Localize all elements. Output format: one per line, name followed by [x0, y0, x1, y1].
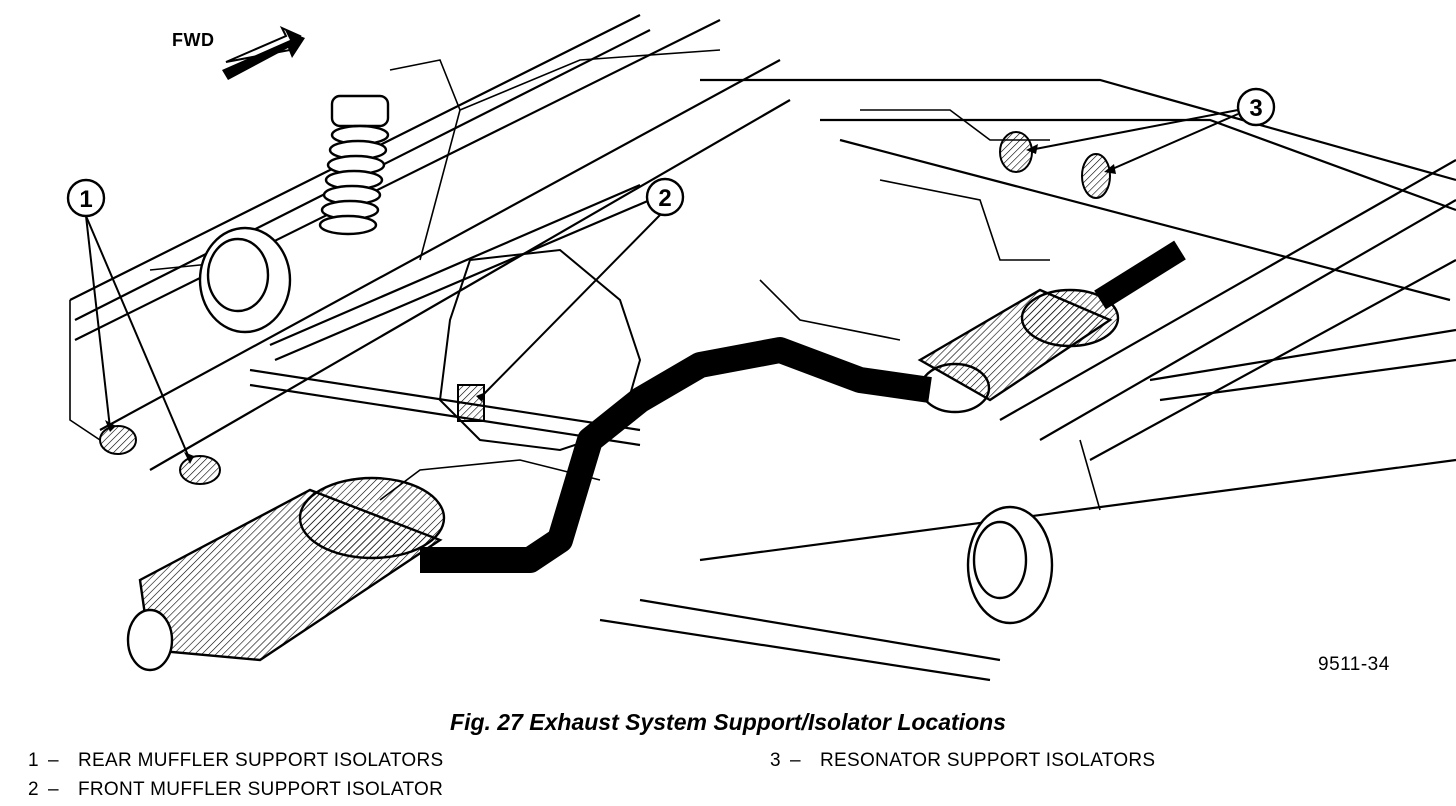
callout-3: 3	[1026, 87, 1276, 174]
exhaust-pipe	[420, 337, 932, 573]
rear-axle	[249, 183, 651, 447]
legend-item-separator: –	[790, 750, 801, 771]
legend-item-separator: –	[48, 750, 59, 771]
callout-2: 2	[476, 177, 685, 402]
callout-1-number: 1	[79, 186, 92, 213]
front-muffler-isolator	[457, 384, 485, 422]
legend-item-number: 3	[770, 750, 781, 771]
frame-rails	[69, 14, 1456, 682]
resonator	[917, 288, 1120, 414]
legend-item-2: 2–FRONT MUFFLER SUPPORT ISOLATOR	[28, 779, 443, 801]
legend-item-number: 2	[28, 779, 39, 800]
rear-muffler-isolator-a	[99, 425, 137, 455]
legend-item-text: REAR MUFFLER SUPPORT ISOLATORS	[78, 750, 444, 771]
legend-item-text: RESONATOR SUPPORT ISOLATORS	[820, 750, 1156, 771]
fwd-arrow-icon	[222, 25, 305, 80]
rear-muffler-isolator-b	[179, 455, 221, 485]
coil-spring	[318, 94, 390, 236]
legend-item-text: FRONT MUFFLER SUPPORT ISOLATOR	[78, 779, 444, 800]
fwd-label: FWD	[172, 30, 215, 50]
figure-caption: Fig. 27 Exhaust System Support/Isolator …	[450, 709, 1006, 735]
legend-item-number: 1	[28, 750, 39, 771]
legend-item-separator: –	[48, 779, 59, 800]
callout-1: 1	[66, 178, 194, 464]
rear-brake-drum-right	[966, 505, 1054, 625]
legend-item-3: 3–RESONATOR SUPPORT ISOLATORS	[770, 750, 1155, 772]
resonator-isolator-a	[999, 131, 1033, 173]
muffler	[126, 476, 446, 672]
tail-pipe	[1094, 240, 1186, 310]
callout-3-number: 3	[1249, 95, 1262, 122]
legend-item-1: 1–REAR MUFFLER SUPPORT ISOLATORS	[28, 750, 444, 772]
resonator-isolator-b	[1081, 153, 1111, 199]
figure-id: 9511-34	[1318, 654, 1390, 675]
rear-brake-drum-left	[198, 226, 292, 334]
exhaust-system-illustration: 1 2 3	[66, 14, 1456, 682]
callout-2-number: 2	[658, 185, 671, 212]
